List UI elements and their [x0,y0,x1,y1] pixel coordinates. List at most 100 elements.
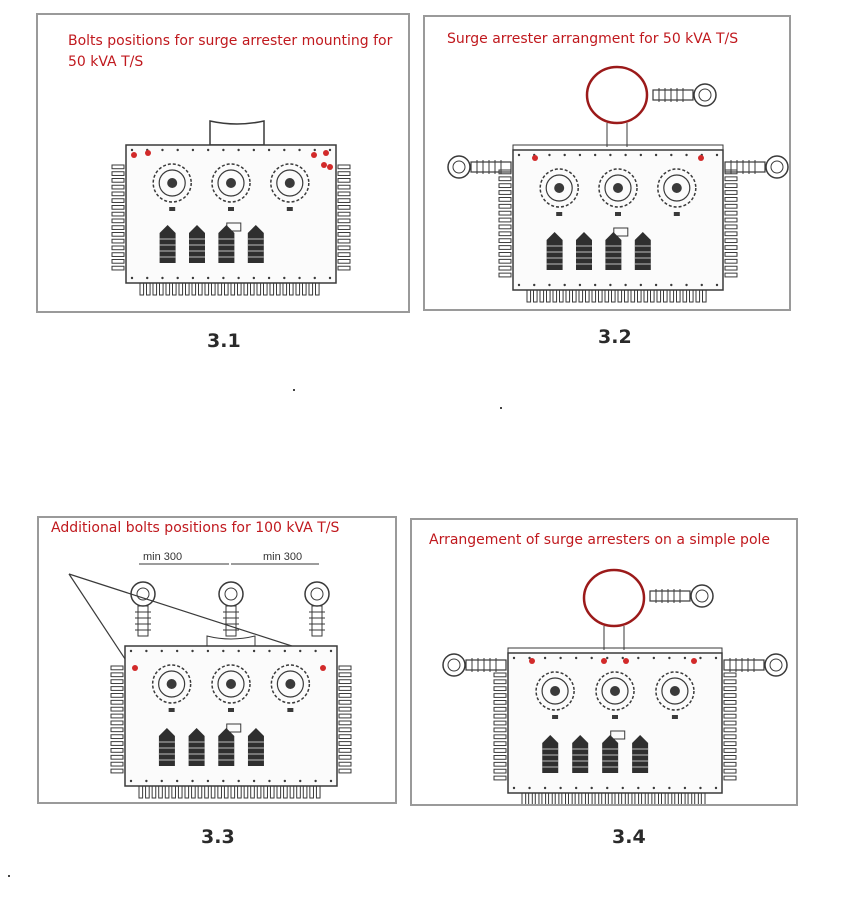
surge-arrester-inner [310,587,324,601]
rim-bolt [206,779,210,783]
arrester-bracket [225,605,237,637]
stray-dot [8,875,10,877]
lv-bushing [218,728,235,766]
hv-bushing-ring [217,670,245,698]
cooling-fins [526,289,707,303]
rim-bolt [328,148,332,152]
rim-bolt [590,656,593,660]
rim-bolt [543,656,547,660]
rim-bolt [175,649,179,653]
rim-bolt [329,779,333,783]
mounting-bolt-position [132,665,138,671]
rim-bolt [683,656,687,660]
surge-arrester-inner [452,160,466,174]
bushing-tag [228,207,234,211]
rim-bolt [252,276,256,280]
bushing-tag [287,708,294,712]
rim-bolt [700,283,703,287]
rim-bolt [191,276,195,280]
mounting-bolt-position [601,658,607,664]
bushing-tag [615,212,621,216]
rim-bolt [574,656,578,660]
mounting-bolt-position [698,155,704,161]
lv-bushing [602,735,619,773]
hv-bushing-core [550,686,561,696]
rim-bolt [145,649,148,653]
rim-bolt [146,276,149,280]
figure-panel-3-1: Bolts positions for surge arrester mount… [36,13,410,313]
surge-arrester-inner [447,658,461,672]
surge-arrester [442,653,466,677]
figure-panel-3-4: Arrangement of surge arresters on a simp… [410,518,798,806]
hv-bushing-core [166,679,177,689]
rim-bolt [654,153,658,157]
hv-bushing-ring [541,677,569,705]
rim-bolt [670,153,673,157]
hv-bushing [655,671,695,711]
figure-label-3-4: 3.4 [612,826,646,848]
rim-bolt [606,656,609,660]
surge-arrester-inner [136,587,150,601]
rim-bolt [130,148,134,152]
lv-bushing [542,735,559,773]
hv-bushing [211,664,251,704]
surge-arrester [304,581,330,607]
nameplate [610,730,626,740]
rim-bolt [252,649,256,653]
top-cover [209,120,265,146]
cooling-fins [111,164,125,271]
rim-bolt [563,153,566,157]
nameplate [613,227,629,237]
rim-bolt [268,779,271,783]
rim-bolt [129,779,133,783]
rim-bolt [329,649,333,653]
rim-bolt [328,276,332,280]
rim-bolt [578,153,582,157]
hv-bushing-core [167,178,178,188]
rim-bolt [654,283,658,287]
hv-bushing [270,163,310,203]
hv-bushing-ring [545,174,573,202]
bushing-tag [612,715,618,719]
mounting-bolt-position [323,150,329,156]
lv-bushing [605,232,622,270]
hv-bushing-core [669,686,680,696]
rim-bolt [548,153,551,157]
hv-bushing-core [285,679,296,689]
rim-bolt [222,649,225,653]
transformer-drawing-3-4 [442,568,788,804]
hv-bushing [151,664,192,704]
arrester-bracket [137,605,149,637]
bushing-tag [228,708,234,712]
hv-bushing-core [226,679,236,689]
hv-bushing-core [610,686,620,696]
figure-label-3-3: 3.3 [201,826,235,848]
rim-bolt [298,276,301,280]
cooling-fins [723,672,737,781]
surge-arrester-inner [224,587,238,601]
cooling-fins [493,672,507,781]
rim-bolt [621,786,624,790]
lv-bushing [189,225,205,263]
lv-bushing [247,728,264,766]
rim-bolt [715,283,719,287]
hv-bushing-core [226,178,236,188]
rim-bolt [715,153,719,157]
lv-bushing [188,728,205,766]
hv-bushing-ring [217,169,245,197]
rim-bolt [175,779,179,783]
rim-bolt [699,786,702,790]
rim-bolt [299,649,302,653]
hv-bushing-core [284,178,295,188]
arrester-bracket [465,659,507,671]
surge-arrester [218,581,244,607]
surge-arrester [690,584,714,608]
rim-bolt [252,779,256,783]
rim-bolt [283,649,287,653]
hv-bushing [152,163,192,203]
mounting-bolt-position [311,152,317,158]
lv-bushing [546,232,563,270]
figure-title-3-1: Bolts positions for surge arrester mount… [68,33,393,70]
rim-bolt [528,786,531,790]
surge-arrester [765,155,789,179]
